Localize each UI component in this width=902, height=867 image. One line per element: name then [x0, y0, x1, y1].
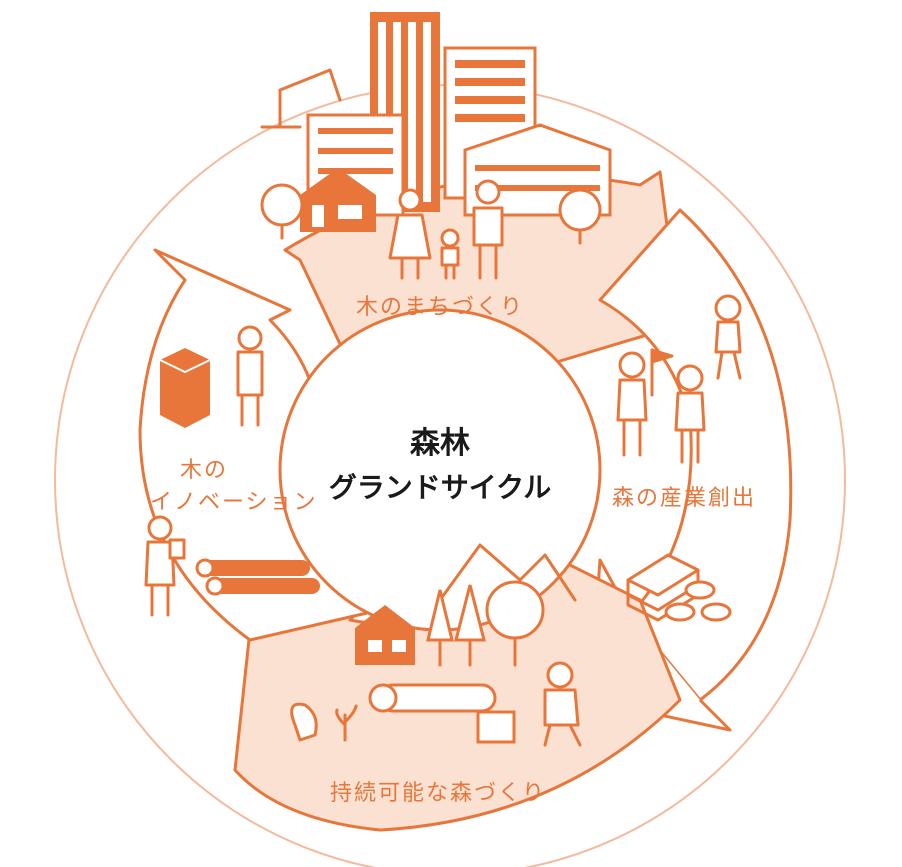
worker-icon — [543, 661, 582, 747]
log-icon — [368, 683, 497, 713]
tree-icon — [426, 589, 454, 667]
stage-label-left-line2: イノベーション — [150, 490, 318, 515]
stage-label-top: 木のまちづくり — [356, 295, 525, 320]
tree-icon — [558, 188, 602, 245]
crane-icon — [260, 68, 342, 129]
city-illustration — [260, 12, 612, 280]
segment-right — [598, 208, 793, 702]
stage-label-bottom: 持続可能な森づくり — [330, 781, 547, 806]
stage-label-right: 森の産業創出 — [612, 486, 757, 511]
right-illustration — [616, 294, 742, 622]
researcher-icon — [236, 325, 264, 427]
squirrel-icon — [290, 702, 318, 742]
stage-label-left-line1: 木の — [180, 458, 229, 483]
forest-illustration — [290, 543, 582, 747]
lumber-icon — [195, 558, 320, 596]
researcher-icon — [144, 515, 186, 617]
center-title-line1: 森林 — [410, 426, 470, 461]
center-title-line2: グランドサイクル — [328, 471, 552, 504]
tree-stump-icon — [476, 710, 516, 744]
flag-icon — [650, 348, 674, 397]
sprout-icon — [335, 704, 358, 742]
worker-icon — [674, 364, 706, 464]
worker-icon — [714, 294, 742, 380]
coin-icon — [664, 580, 732, 622]
lumber-block-icon — [159, 348, 211, 428]
tree-icon — [260, 183, 304, 240]
innovation-illustration — [144, 325, 320, 617]
family-icon — [388, 179, 504, 280]
worker-icon — [616, 351, 648, 457]
money-icon — [626, 553, 700, 622]
cabin-icon — [355, 605, 415, 665]
house-icon — [300, 168, 376, 232]
tree-icon — [485, 580, 545, 667]
tree-icon — [454, 584, 486, 667]
